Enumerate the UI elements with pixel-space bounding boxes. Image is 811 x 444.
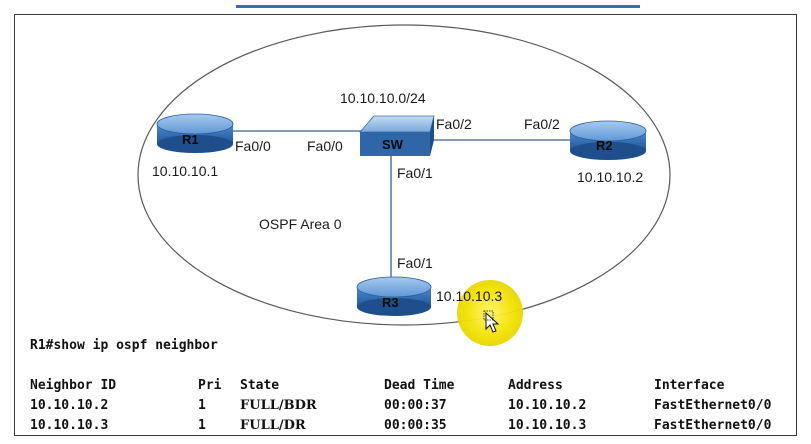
- table-row: 10.10.10.2 1 FULL/BDR 00:00:37 10.10.10.…: [30, 398, 800, 416]
- cell-state: FULL/BDR: [240, 398, 317, 413]
- cell-address: 10.10.10.2: [508, 398, 587, 413]
- r1-ip-label: 10.10.10.1: [152, 163, 218, 179]
- cell-state: FULL/DR: [240, 418, 306, 433]
- cell-neighbor-id: 10.10.10.2: [30, 398, 109, 413]
- port-r1-fa00: Fa0/0: [235, 138, 271, 154]
- slide-frame: [14, 14, 797, 436]
- cell-dead-time: 00:00:35: [384, 418, 447, 433]
- cell-dead-time: 00:00:37: [384, 398, 447, 413]
- ospf-area-boundary: [137, 24, 671, 326]
- header-address: Address: [508, 378, 563, 393]
- cell-interface: FastEthernet0/0: [654, 398, 772, 413]
- port-r3-fa01: Fa0/1: [397, 255, 433, 271]
- router-r1-icon[interactable]: R1: [156, 113, 234, 153]
- r3-ip-label: 10.10.10.3: [436, 288, 502, 304]
- switch-sw-label: SW: [382, 137, 404, 152]
- router-r3-icon[interactable]: R3: [356, 276, 432, 316]
- switch-sw-icon[interactable]: SW: [359, 115, 435, 156]
- ospf-area-label: OSPF Area 0: [259, 216, 342, 232]
- command-line: R1#show ip ospf neighbor: [30, 338, 218, 353]
- port-sw-fa01: Fa0/1: [397, 165, 433, 181]
- router-r1-label: R1: [182, 132, 199, 147]
- cell-address: 10.10.10.3: [508, 418, 587, 433]
- cell-pri: 1: [198, 418, 206, 433]
- cell-interface: FastEthernet0/0: [654, 418, 772, 433]
- table-header-row: Neighbor ID Pri State Dead Time Address …: [30, 378, 800, 396]
- header-dead-time: Dead Time: [384, 378, 455, 393]
- router-r2-label: R2: [596, 138, 613, 153]
- router-r2-icon[interactable]: R2: [569, 120, 647, 160]
- header-neighbor-id: Neighbor ID: [30, 378, 117, 393]
- header-pri: Pri: [198, 378, 222, 393]
- mouse-pointer-icon: [483, 310, 500, 333]
- port-r2-fa02: Fa0/2: [524, 116, 560, 132]
- table-row: 10.10.10.3 1 FULL/DR 00:00:35 10.10.10.3…: [30, 418, 800, 436]
- cursor-highlight: [457, 280, 523, 346]
- router-r3-label: R3: [382, 295, 399, 310]
- port-sw-fa00: Fa0/0: [307, 138, 343, 154]
- top-accent-bar: [236, 5, 640, 8]
- subnet-label: 10.10.10.0/24: [340, 90, 426, 106]
- cell-pri: 1: [198, 398, 206, 413]
- header-interface: Interface: [654, 378, 725, 393]
- r2-ip-label: 10.10.10.2: [577, 169, 643, 185]
- cell-neighbor-id: 10.10.10.3: [30, 418, 109, 433]
- port-sw-fa02: Fa0/2: [436, 116, 472, 132]
- header-state: State: [240, 378, 280, 393]
